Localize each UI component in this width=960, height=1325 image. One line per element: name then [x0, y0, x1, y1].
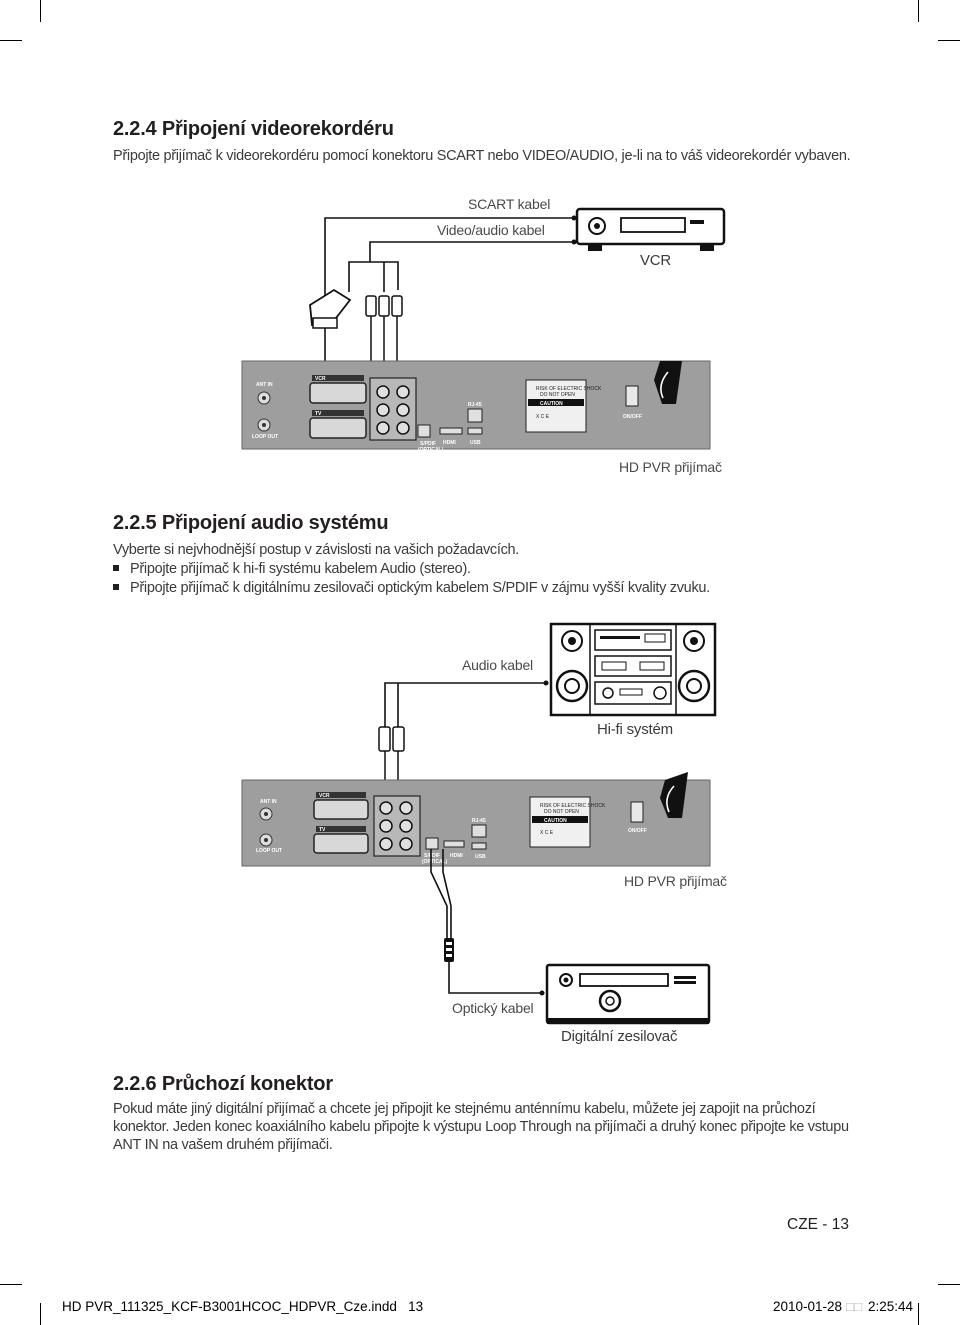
- svg-text:S/PDIF: S/PDIF: [424, 853, 440, 859]
- footer-filename: HD PVR_111325_KCF-B3001HCOC_HDPVR_Cze.in…: [62, 1299, 424, 1314]
- svg-text:TV: TV: [315, 411, 322, 417]
- svg-text:HDMI: HDMI: [450, 853, 463, 859]
- digital-amplifier-icon: [545, 963, 711, 1025]
- crop-mark-top-left: [40, 0, 41, 22]
- svg-text:RJ-45: RJ-45: [472, 818, 486, 824]
- receiver-label-1: HD PVR přijímač: [619, 459, 722, 475]
- bullet-digital: Připojte přijímač k digitálnímu zesilova…: [113, 580, 710, 596]
- text-2-2-6-line-2: konektor. Jeden konec koaxiálního kabelu…: [113, 1119, 849, 1135]
- scart-cable-label: SCART kabel: [468, 196, 551, 212]
- svg-text:ANT IN: ANT IN: [260, 799, 277, 805]
- svg-text:USB: USB: [475, 854, 486, 860]
- footer-time: 2:25:44: [868, 1299, 914, 1314]
- text-2-2-6-line-1: Pokud máte jiný digitální přijímač a chc…: [113, 1101, 816, 1117]
- receiver-back-panel-2: ANT IN LOOP OUT VCR TV S/PDIF (OPTICAL) …: [241, 772, 711, 867]
- svg-text:X C E: X C E: [536, 414, 550, 420]
- svg-text:ANT IN: ANT IN: [256, 382, 273, 388]
- hifi-system-icon: [549, 622, 717, 717]
- svg-text:(OPTICAL): (OPTICAL): [418, 447, 444, 453]
- audio-cable-label: Audio kabel: [462, 657, 533, 673]
- svg-text:DO NOT OPEN: DO NOT OPEN: [540, 392, 575, 398]
- audio-connection-diagram: ANT IN LOOP OUT VCR TV S/PDIF (OPTICAL) …: [241, 622, 717, 1025]
- svg-text:LOOP OUT: LOOP OUT: [252, 434, 278, 440]
- svg-text:ON/OFF: ON/OFF: [623, 414, 642, 420]
- bullet-hifi: Připojte přijímač k hi-fi systému kabele…: [113, 561, 471, 577]
- vcr-device-icon: [575, 207, 726, 251]
- svg-text:CAUTION: CAUTION: [544, 818, 567, 824]
- text-2-2-6-line-3: ANT IN na vašem druhém přijímači.: [113, 1137, 333, 1153]
- hifi-label: Hi-fi systém: [597, 721, 673, 738]
- svg-text:HDMI: HDMI: [443, 440, 456, 446]
- svg-text:USB: USB: [470, 440, 481, 446]
- crop-mark-bottom-left: [40, 1303, 41, 1325]
- svg-text:(OPTICAL): (OPTICAL): [422, 859, 448, 865]
- receiver-label-2: HD PVR přijímač: [624, 873, 727, 889]
- footer-date: 2010-01-28: [773, 1299, 843, 1314]
- svg-text:TV: TV: [319, 827, 326, 833]
- svg-text:CAUTION: CAUTION: [540, 401, 563, 407]
- heading-2-2-4: 2.2.4 Připojení videorekordéru: [113, 118, 394, 140]
- heading-2-2-5: 2.2.5 Připojení audio systému: [113, 512, 389, 534]
- svg-text:X C E: X C E: [540, 830, 554, 836]
- av-cable-label: Video/audio kabel: [437, 222, 545, 238]
- svg-text:LOOP OUT: LOOP OUT: [256, 848, 282, 854]
- crop-mark-right-bottom: [938, 1284, 960, 1285]
- crop-mark-left-bottom: [0, 1284, 22, 1285]
- svg-text:ON/OFF: ON/OFF: [628, 828, 647, 834]
- svg-text:RISK OF ELECTRIC SHOCK: RISK OF ELECTRIC SHOCK: [536, 386, 602, 392]
- heading-2-2-6: 2.2.6 Průchozí konektor: [113, 1073, 333, 1095]
- crop-mark-bottom-right: [918, 1303, 919, 1325]
- crop-mark-right-top: [938, 40, 960, 41]
- vcr-connection-diagram: ANT IN LOOP OUT VCR TV S/PDIF (OPTICAL) …: [241, 207, 726, 453]
- svg-text:VCR: VCR: [319, 793, 330, 799]
- optical-cable-label: Optický kabel: [452, 1000, 534, 1016]
- svg-text:VCR: VCR: [315, 376, 326, 382]
- svg-text:RJ-45: RJ-45: [468, 402, 482, 408]
- receiver-back-panel-1: ANT IN LOOP OUT VCR TV S/PDIF (OPTICAL) …: [241, 360, 711, 453]
- svg-text:RISK OF ELECTRIC SHOCK: RISK OF ELECTRIC SHOCK: [540, 803, 606, 809]
- optical-plug-icon: [444, 938, 454, 962]
- page-number: CZE - 13: [787, 1216, 850, 1233]
- crop-mark-top-right: [918, 0, 919, 22]
- footer-squares: □□: [846, 1299, 863, 1314]
- intro-2-2-5: Vyberte si nejvhodnější postup v závislo…: [113, 542, 520, 558]
- svg-text:DO NOT OPEN: DO NOT OPEN: [544, 809, 579, 815]
- text-2-2-4: Připojte přijímač k videorekordéru pomoc…: [113, 148, 851, 164]
- amplifier-label: Digitální zesilovač: [561, 1028, 678, 1045]
- crop-mark-left-top: [0, 40, 22, 41]
- vcr-label: VCR: [640, 252, 672, 269]
- svg-text:S/PDIF: S/PDIF: [420, 441, 436, 447]
